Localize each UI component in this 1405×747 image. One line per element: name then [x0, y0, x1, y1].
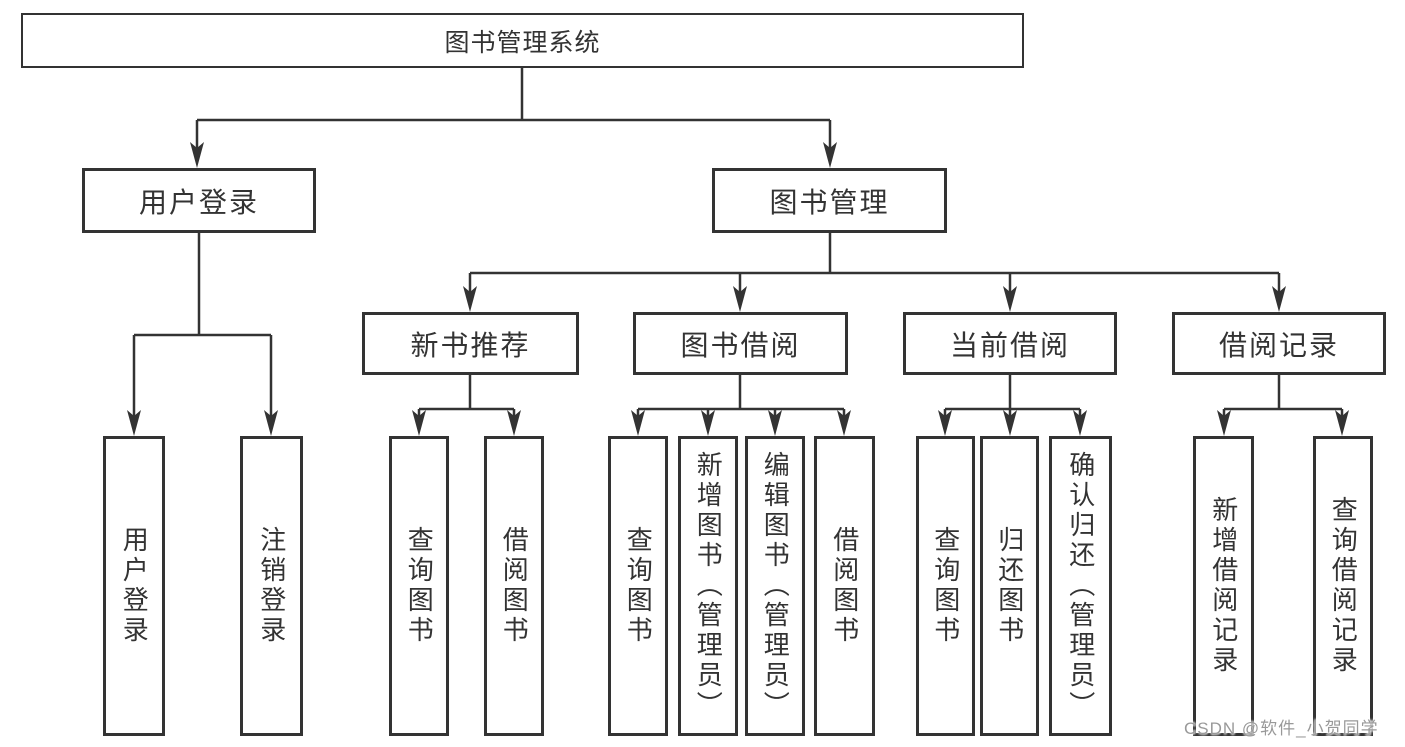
- leaf-bb-query-books-label: 查询图书: [623, 526, 654, 646]
- leaf-cb-query-books: 查询图书: [916, 436, 975, 736]
- leaf-rec-borrow-books-label: 借阅图书: [499, 526, 530, 646]
- leaf-bb-borrow-books-label: 借阅图书: [829, 526, 860, 646]
- node-book-borrow: 图书借阅: [633, 312, 848, 375]
- csdn-watermark: CSDN @软件_小贺同学: [1184, 719, 1379, 738]
- leaf-user-login-label: 用户登录: [119, 526, 150, 646]
- node-user-login-branch: 用户登录: [82, 168, 316, 233]
- node-book-borrow-label: 图书借阅: [680, 329, 801, 361]
- leaf-rec-query-books-label: 查询图书: [404, 526, 435, 646]
- leaf-bb-edit-books-label: 编辑图书（管理员）: [760, 451, 791, 721]
- arrowheads: [127, 142, 1349, 436]
- leaf-cb-confirm-return-label: 确认归还（管理员）: [1065, 451, 1096, 721]
- leaf-br-add-record: 新增借阅记录: [1193, 436, 1254, 736]
- leaf-br-query-record-label: 查询借阅记录: [1328, 496, 1359, 676]
- node-user-login-branch-label: 用户登录: [138, 186, 259, 218]
- node-root-system-label: 图书管理系统: [444, 28, 601, 57]
- leaf-bb-edit-books: 编辑图书（管理员）: [745, 436, 805, 736]
- leaf-cb-confirm-return: 确认归还（管理员）: [1049, 436, 1112, 736]
- node-borrow-records-label: 借阅记录: [1218, 329, 1339, 361]
- leaf-logout: 注销登录: [240, 436, 303, 736]
- node-new-book-recommend-label: 新书推荐: [410, 329, 531, 361]
- leaf-logout-label: 注销登录: [256, 526, 287, 646]
- leaf-rec-borrow-books: 借阅图书: [484, 436, 544, 736]
- leaf-cb-return-books-label: 归还图书: [994, 526, 1025, 646]
- node-book-management-label: 图书管理: [769, 186, 890, 218]
- leaf-bb-add-books: 新增图书（管理员）: [678, 436, 738, 736]
- leaf-bb-query-books: 查询图书: [608, 436, 668, 736]
- node-borrow-records: 借阅记录: [1172, 312, 1386, 375]
- leaf-cb-query-books-label: 查询图书: [930, 526, 961, 646]
- node-current-borrow: 当前借阅: [903, 312, 1117, 375]
- leaf-bb-borrow-books: 借阅图书: [814, 436, 875, 736]
- leaf-br-query-record: 查询借阅记录: [1313, 436, 1373, 736]
- node-book-management: 图书管理: [712, 168, 947, 233]
- node-root-system: 图书管理系统: [21, 13, 1024, 68]
- leaf-bb-add-books-label: 新增图书（管理员）: [693, 451, 724, 721]
- leaf-cb-return-books: 归还图书: [980, 436, 1039, 736]
- leaf-br-add-record-label: 新增借阅记录: [1208, 496, 1239, 676]
- leaf-user-login: 用户登录: [103, 436, 165, 736]
- connector-paths: [132, 68, 1344, 418]
- node-current-borrow-label: 当前借阅: [949, 329, 1070, 361]
- node-new-book-recommend: 新书推荐: [362, 312, 579, 375]
- leaf-rec-query-books: 查询图书: [389, 436, 449, 736]
